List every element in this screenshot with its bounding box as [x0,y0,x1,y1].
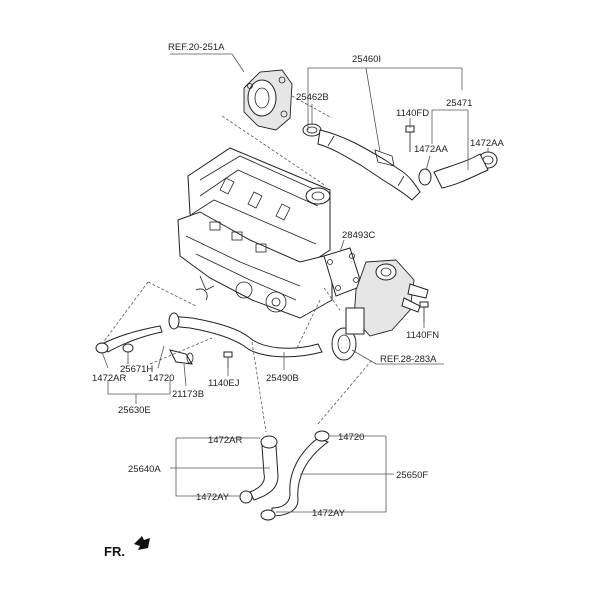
bolt-1140fn [419,301,429,322]
water-outlet-housing [331,259,429,361]
label-25460i: 25460I [352,54,381,65]
o-ring-25462b [302,123,322,137]
label-25471: 25471 [446,98,472,109]
label-1140fd: 1140FD [396,108,429,119]
label-14720-a: 14720 [148,373,174,384]
label-1472ar-b: 1472AR [208,435,242,446]
plug-21173b [169,349,194,365]
hose-25490b [169,315,323,358]
label-25630e: 25630E [118,405,151,416]
label-28493c: 28493C [342,230,375,241]
label-25640a: 25640A [128,464,161,475]
bolt-1140ej [223,351,233,368]
hose-25650f [260,430,330,521]
label-14720-b: 14720 [338,432,364,443]
label-21173b: 21173B [172,389,204,400]
label-25462b: 25462B [296,92,329,103]
label-1472aa-a: 1472AA [414,144,448,155]
label-25490b: 25490B [266,373,299,384]
label-ref-20-251a: REF.20-251A [168,42,225,53]
engine-block [177,147,333,319]
label-25671h: 25671H [120,364,153,375]
hose-25671h [95,325,163,354]
label-ref-28-283a: REF.28-283A [380,354,437,365]
hose-25640a [239,435,279,504]
label-1472ay-b: 1472AY [312,508,346,519]
label-1140ej: 1140EJ [208,378,240,389]
label-front: FR. [104,544,125,559]
hose-25471 [433,153,489,189]
turbo-housing [243,69,293,131]
label-1472ar-a: 1472AR [92,373,126,384]
label-1472aa-b: 1472AA [470,138,504,149]
front-arrow-icon [134,536,150,550]
label-1140fn: 1140FN [406,330,439,341]
label-25650f: 25650F [396,470,428,481]
label-1472ay-a: 1472AY [196,492,230,503]
hose-25460i [317,129,421,201]
clamp-1472aa-a [418,168,432,186]
bolt-1140fd [405,125,415,152]
